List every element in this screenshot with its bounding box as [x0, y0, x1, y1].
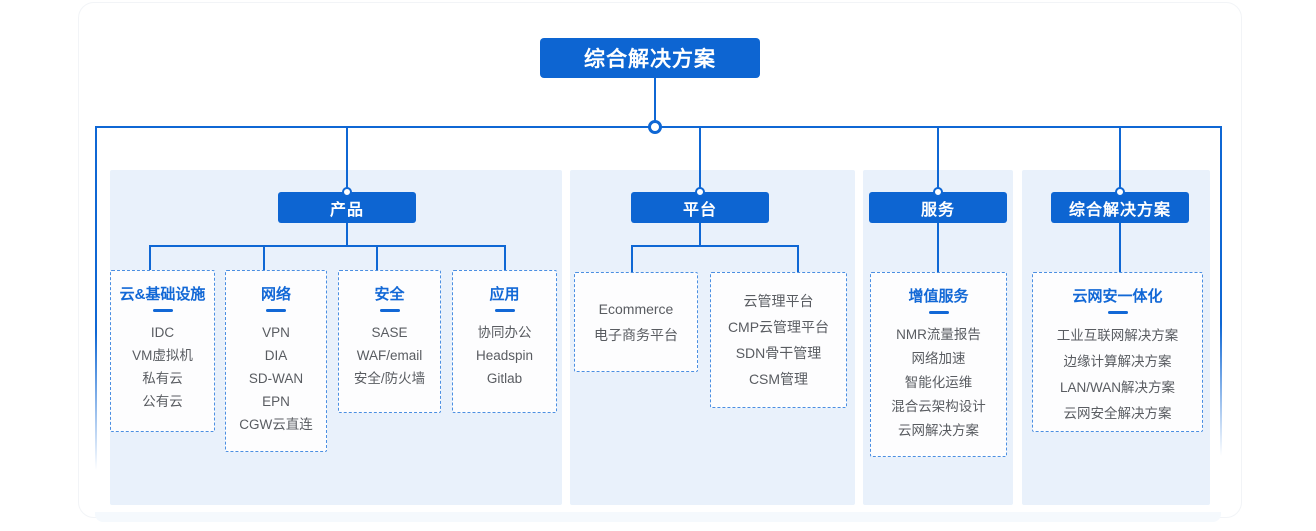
connector-drop-solutions	[1119, 126, 1121, 192]
list-item: 网络加速	[911, 351, 966, 366]
platform-header: 平台	[631, 192, 769, 223]
group-title: 云&基础设施	[119, 286, 206, 303]
services-header: 服务	[869, 192, 1007, 223]
list-item: IDC	[150, 325, 175, 340]
title-underline	[928, 311, 949, 314]
list-item: WAF/email	[356, 348, 423, 363]
group-network: 网络 VPN DIA SD-WAN EPN CGW云直连	[225, 270, 327, 452]
card-bottom-strip	[95, 512, 1221, 522]
group-cloud-management: 云管理平台 CMP云管理平台 SDN骨干管理 CSM管理	[710, 272, 847, 408]
connector-platform-stem	[699, 223, 701, 246]
group-value-added-services: 增值服务 NMR流量报告 网络加速 智能化运维 混合云架构设计 云网解决方案	[870, 272, 1007, 457]
list-item: Ecommerce	[598, 301, 674, 317]
group-title: 云网安一体化	[1072, 288, 1163, 305]
connector-solutions-stem	[1119, 223, 1121, 273]
group-applications: 应用 协同办公 Headspin Gitlab	[452, 270, 557, 413]
list-item: 云管理平台	[743, 293, 814, 309]
group-title: 应用	[489, 286, 520, 303]
list-item: 云网安全解决方案	[1063, 406, 1172, 421]
title-underline	[266, 309, 286, 312]
platform-header-dot	[695, 187, 705, 197]
group-cloud-network-security: 云网安一体化 工业互联网解决方案 边缘计算解决方案 LAN/WAN解决方案 云网…	[1032, 272, 1203, 432]
connector-drop-platform	[699, 126, 701, 192]
group-title: 增值服务	[908, 288, 969, 305]
list-item: NMR流量报告	[896, 327, 981, 342]
connector-platform-child-2	[797, 245, 799, 273]
connector-services-stem	[937, 223, 939, 273]
list-item: 私有云	[142, 371, 183, 386]
group-title: 安全	[374, 286, 405, 303]
list-item: VM虚拟机	[132, 348, 193, 363]
connector-products-child-3	[376, 245, 378, 271]
list-item: SDN骨干管理	[735, 345, 822, 361]
list-item: 协同办公	[477, 325, 532, 340]
list-item: 安全/防火墙	[353, 371, 426, 386]
connector-products-child-4	[504, 245, 506, 271]
connector-platform-child-1	[631, 245, 633, 273]
connector-products-branch	[150, 245, 506, 247]
solutions-header-dot	[1115, 187, 1125, 197]
group-security: 安全 SASE WAF/email 安全/防火墙	[338, 270, 441, 413]
list-item: 云网解决方案	[898, 423, 979, 438]
products-header-dot	[342, 187, 352, 197]
root-junction-dot	[648, 120, 662, 134]
connector-platform-branch	[631, 245, 799, 247]
list-item: CGW云直连	[239, 417, 313, 432]
list-item: SD-WAN	[248, 371, 304, 386]
services-header-dot	[933, 187, 943, 197]
list-item: 混合云架构设计	[891, 399, 986, 414]
list-item: 电子商务平台	[594, 327, 678, 343]
connector-products-child-1	[149, 245, 151, 271]
list-item: DIA	[264, 348, 288, 363]
title-underline	[494, 309, 515, 312]
list-item: EPN	[262, 394, 290, 409]
list-item: CSM管理	[748, 371, 809, 387]
connector-products-stem	[346, 223, 348, 246]
list-item: 边缘计算解决方案	[1063, 354, 1172, 369]
list-item: CMP云管理平台	[727, 319, 830, 335]
group-cloud-infrastructure: 云&基础设施 IDC VM虚拟机 私有云 公有云	[110, 270, 215, 432]
list-item: 智能化运维	[904, 375, 973, 390]
list-item: Headspin	[475, 348, 534, 363]
connector-drop-services	[937, 126, 939, 192]
group-ecommerce: Ecommerce 电子商务平台	[574, 272, 698, 372]
title-underline	[152, 309, 173, 312]
list-item: VPN	[262, 325, 290, 340]
title-underline	[379, 309, 400, 312]
connector-left-bracket	[95, 126, 97, 470]
group-title: 网络	[260, 286, 291, 303]
connector-products-child-2	[263, 245, 265, 271]
connector-right-bracket	[1220, 126, 1222, 456]
list-item: 公有云	[142, 394, 183, 409]
list-item: SASE	[371, 325, 408, 340]
root-node: 综合解决方案	[540, 38, 760, 78]
connector-drop-products	[346, 126, 348, 192]
list-item: LAN/WAN解决方案	[1059, 380, 1175, 395]
products-header: 产品	[278, 192, 416, 223]
solutions-header: 综合解决方案	[1051, 192, 1189, 223]
list-item: Gitlab	[486, 371, 523, 386]
title-underline	[1107, 311, 1128, 314]
connector-root-stem	[654, 78, 656, 122]
list-item: 工业互联网解决方案	[1056, 328, 1179, 343]
